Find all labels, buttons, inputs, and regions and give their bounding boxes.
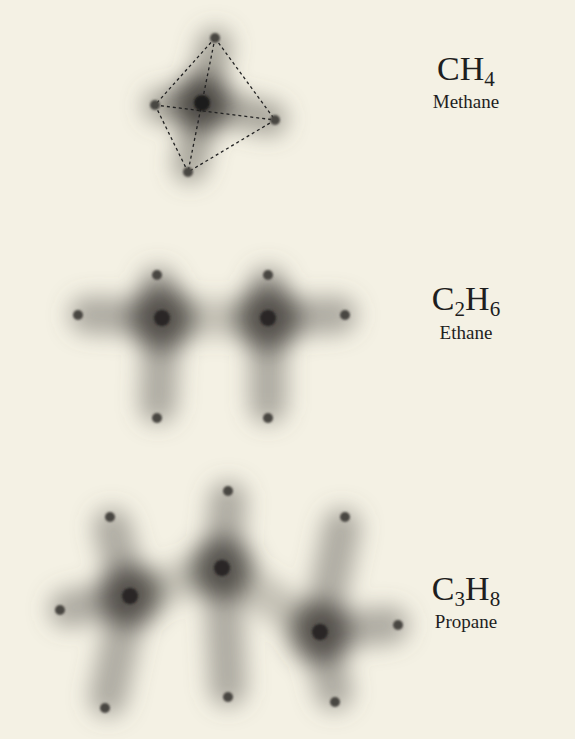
molecule-name: Propane — [435, 612, 497, 631]
ethane-nuclei — [73, 270, 350, 423]
molecule-name: Ethane — [440, 323, 493, 342]
molecule-name: Methane — [433, 92, 499, 111]
molecular-formula: C2H6 — [432, 282, 500, 316]
tetrahedron-outline — [155, 38, 275, 172]
methane-cloud — [160, 45, 270, 166]
propane-nuclei — [55, 486, 403, 713]
molecular-formula: CH4 — [437, 52, 495, 86]
methane-nuclei — [150, 33, 280, 177]
propane-cloud — [68, 500, 390, 698]
molecular-formula: C3H8 — [432, 572, 500, 606]
ethane-cloud — [88, 284, 338, 405]
